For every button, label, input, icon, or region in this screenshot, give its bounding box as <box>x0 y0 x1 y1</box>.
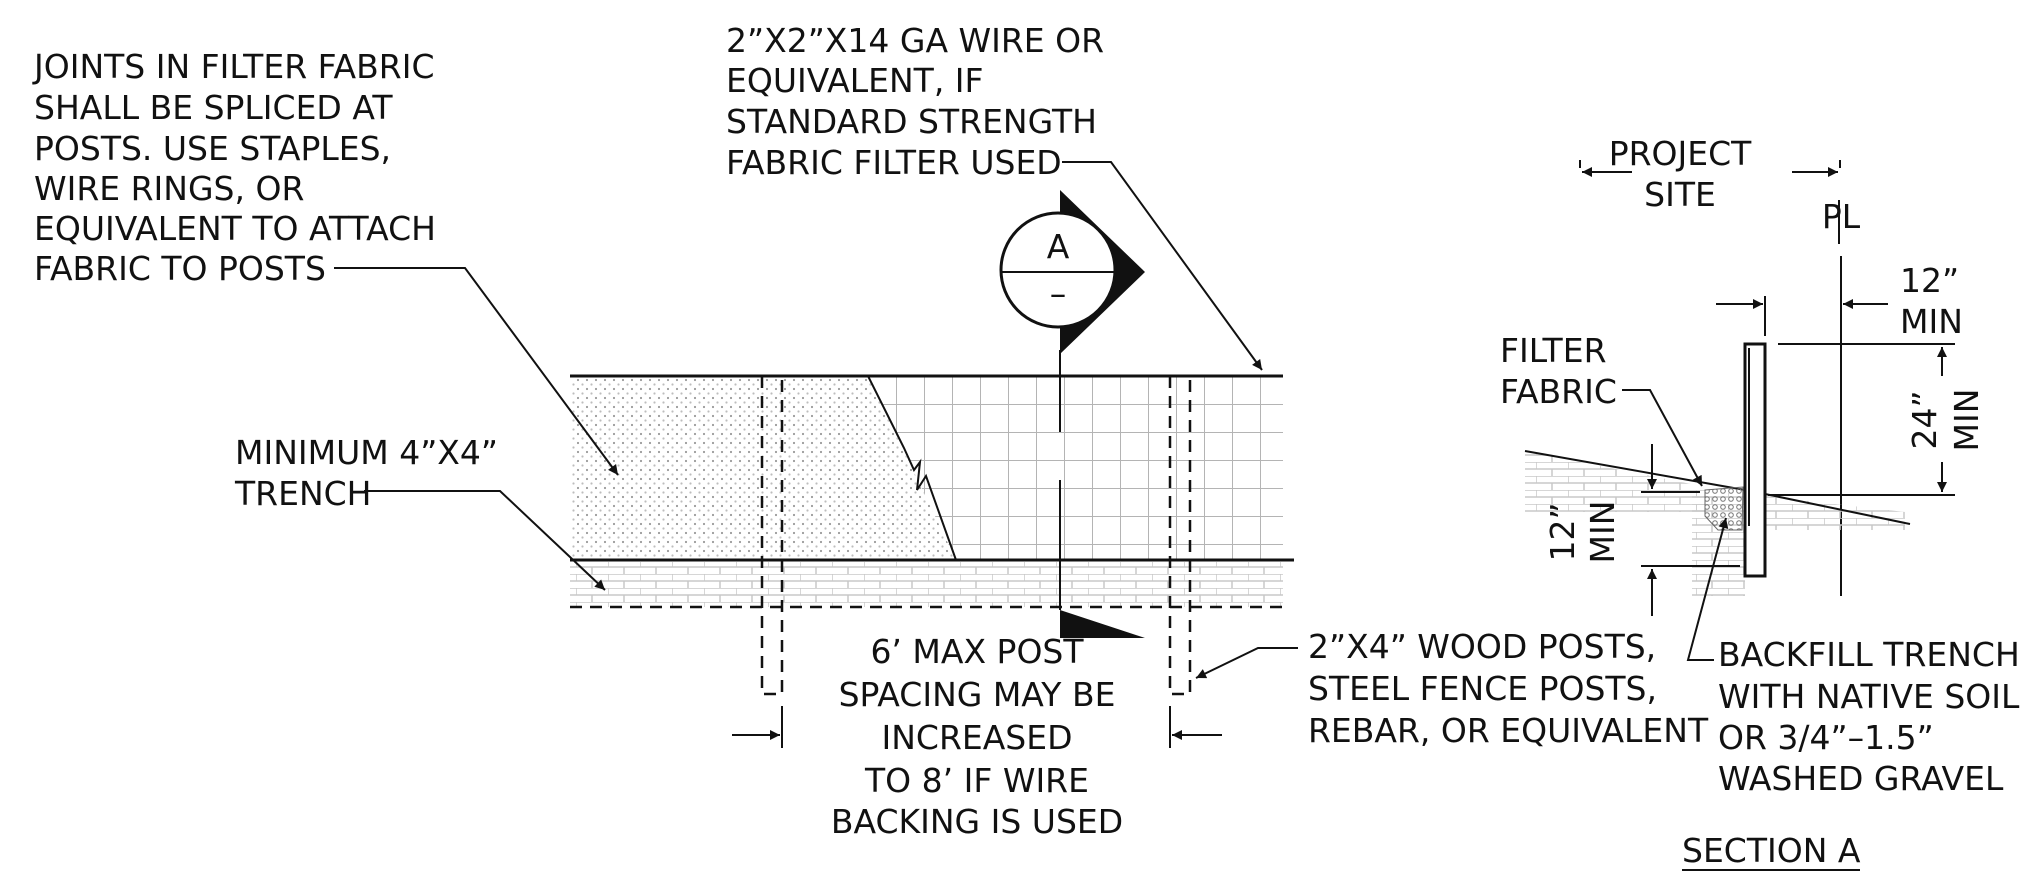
note-spacing-line-5: BACKING IS USED <box>831 802 1123 841</box>
gravel-backfill <box>1704 486 1744 531</box>
section-a-title: SECTION A <box>1682 831 1861 870</box>
note-trench-line-2: TRENCH <box>234 474 371 513</box>
leader-filter-fabric <box>1622 389 1703 487</box>
note-joints-line-1: JOINTS IN FILTER FABRIC <box>32 47 434 86</box>
dim-depth-value: 12” <box>1543 502 1582 561</box>
backfill-line-4: WASHED GRAVEL <box>1718 759 2004 798</box>
note-wire-line-2: EQUIVALENT, IF <box>726 61 984 100</box>
project-site-line-1: PROJECT <box>1609 134 1752 173</box>
backfill-line-2: WITH NATIVE SOIL <box>1718 677 2020 716</box>
note-joints-line-3: POSTS. USE STAPLES, <box>34 129 391 168</box>
section-ground-right <box>1764 493 1911 525</box>
note-joints-line-4: WIRE RINGS, OR <box>34 169 304 208</box>
note-spacing: 6’ MAX POST SPACING MAY BE INCREASED TO … <box>831 632 1123 841</box>
section-a-view: PROJECT SITE PL 12” MIN 24” <box>1500 134 2020 871</box>
dim-depth-label: 12” MIN <box>1543 501 1622 564</box>
leader-backfill <box>1686 517 1729 661</box>
backfill-line-3: OR 3/4”–1.5” <box>1718 718 1934 757</box>
backfill-line-1: BACKFILL TRENCH <box>1718 635 2020 674</box>
fence-elevation: A – <box>570 190 1294 748</box>
section-marker: A – <box>999 190 1145 354</box>
property-line-label: PL <box>1822 197 1861 236</box>
section-marker-sheet: – <box>1050 274 1067 313</box>
note-joints-line-6: FABRIC TO POSTS <box>34 249 326 288</box>
note-spacing-line-1: 6’ MAX POST <box>870 632 1084 671</box>
section-arrow-bottom <box>1060 610 1145 638</box>
trench-hatch <box>570 562 1283 607</box>
filter-fabric-line-1: FILTER <box>1500 331 1607 370</box>
note-spacing-line-4: TO 8’ IF WIRE <box>864 761 1089 800</box>
dim-height-label: 24” MIN <box>1905 389 1986 452</box>
section-marker-letter: A <box>1047 227 1070 266</box>
note-posts-line-1: 2”X4” WOOD POSTS, <box>1308 627 1656 666</box>
note-trench: MINIMUM 4”X4” TRENCH <box>234 433 606 591</box>
leader-trench <box>364 490 606 591</box>
note-wire-line-4: FABRIC FILTER USED <box>726 143 1062 182</box>
section-ground-left <box>1524 450 1746 491</box>
leader-joints <box>334 267 619 476</box>
note-posts-line-3: REBAR, OR EQUIVALENT <box>1308 711 1709 750</box>
post-left <box>760 376 784 696</box>
note-wire-line-1: 2”X2”X14 GA WIRE OR <box>726 21 1104 60</box>
dim-height-unit: MIN <box>1947 389 1986 452</box>
section-ground-hatch-right <box>1765 496 1905 530</box>
filter-fabric-line-2: FABRIC <box>1500 372 1617 411</box>
dim-height-value: 24” <box>1905 390 1944 449</box>
section-marker-circle <box>999 211 1117 329</box>
leader-posts <box>1195 647 1298 679</box>
dim-top-unit: MIN <box>1900 302 1963 341</box>
note-wire: 2”X2”X14 GA WIRE OR EQUIVALENT, IF STAND… <box>726 21 1263 371</box>
post-right <box>1168 376 1192 696</box>
fabric-break-line <box>867 375 957 561</box>
note-spacing-line-3: INCREASED <box>881 718 1072 757</box>
project-site-line-2: SITE <box>1644 175 1716 214</box>
note-posts: 2”X4” WOOD POSTS, STEEL FENCE POSTS, REB… <box>1195 627 1709 750</box>
note-wire-line-3: STANDARD STRENGTH <box>726 102 1097 141</box>
section-ground-hatch-left <box>1525 451 1706 512</box>
note-trench-line-1: MINIMUM 4”X4” <box>235 433 498 472</box>
note-joints: JOINTS IN FILTER FABRIC SHALL BE SPLICED… <box>32 47 619 476</box>
leader-wire <box>1062 161 1263 371</box>
note-joints-line-5: EQUIVALENT TO ATTACH <box>34 209 436 248</box>
dim-depth-unit: MIN <box>1583 501 1622 564</box>
wire-mesh-grid <box>868 376 1283 560</box>
dim-top-value: 12” <box>1900 261 1959 300</box>
note-joints-line-2: SHALL BE SPLICED AT <box>34 88 393 127</box>
note-spacing-line-2: SPACING MAY BE <box>839 675 1116 714</box>
note-posts-line-2: STEEL FENCE POSTS, <box>1308 669 1657 708</box>
